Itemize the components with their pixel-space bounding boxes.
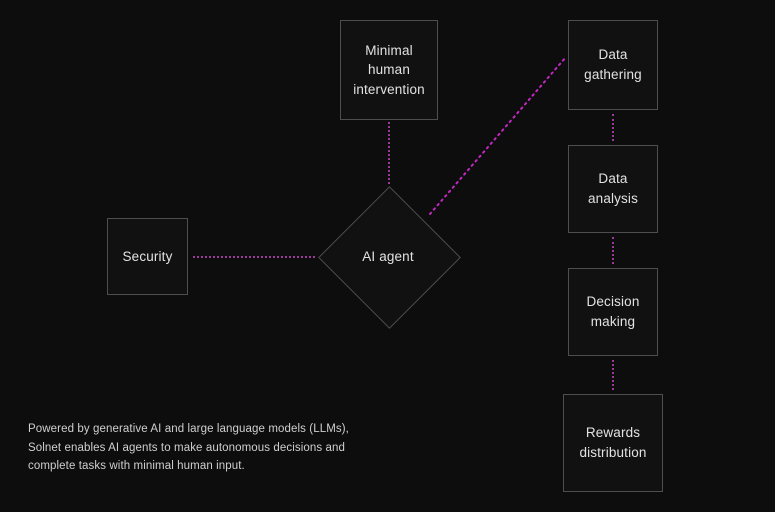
node-minimal-human-intervention-label: Minimal human intervention bbox=[353, 42, 425, 97]
node-data-analysis-label: Data analysis bbox=[588, 171, 638, 206]
node-data-analysis[interactable]: Data analysis bbox=[568, 145, 658, 233]
node-security-label: Security bbox=[122, 248, 173, 264]
node-data-gathering-label: Data gathering bbox=[584, 47, 642, 82]
node-rewards-distribution-label: Rewards distribution bbox=[579, 425, 647, 460]
node-minimal-human-intervention[interactable]: Minimal human intervention bbox=[340, 20, 438, 120]
connector-data-analysis-to-decision-making bbox=[612, 237, 614, 264]
node-security[interactable]: Security bbox=[107, 218, 188, 295]
node-rewards-distribution[interactable]: Rewards distribution bbox=[563, 394, 663, 492]
caption-text: Powered by generative AI and large langu… bbox=[28, 423, 349, 473]
node-decision-making-label: Decision making bbox=[586, 294, 640, 329]
node-data-gathering[interactable]: Data gathering bbox=[568, 20, 658, 110]
connector-data-gathering-to-data-analysis bbox=[612, 114, 614, 141]
connector-security-to-ai-agent bbox=[193, 256, 315, 258]
node-ai-agent-label: AI agent bbox=[362, 248, 414, 264]
connector-decision-making-to-rewards-distribution bbox=[612, 360, 614, 390]
node-ai-agent[interactable]: AI agent bbox=[317, 185, 461, 329]
connector-minimal-human-intervention-to-ai-agent bbox=[388, 122, 390, 184]
node-decision-making[interactable]: Decision making bbox=[568, 268, 658, 356]
